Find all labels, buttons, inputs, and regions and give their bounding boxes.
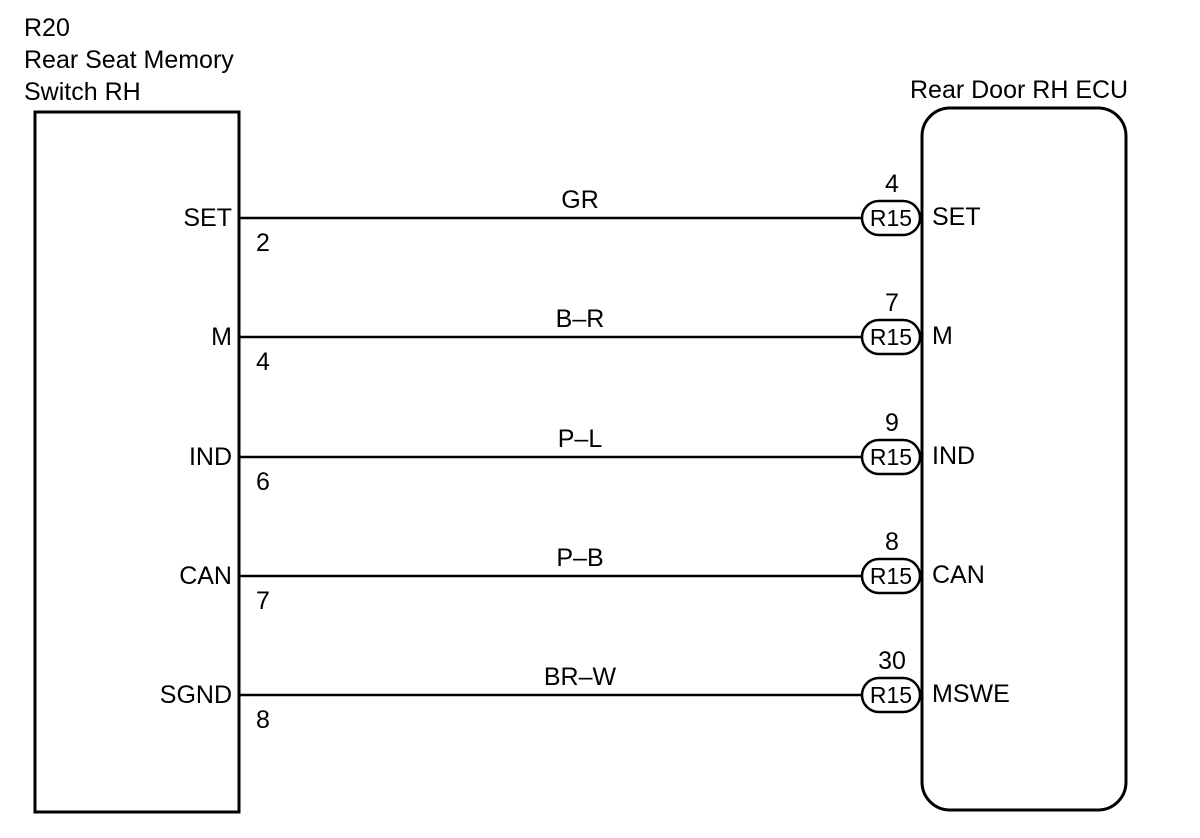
right-pin-number: 9 (885, 409, 899, 437)
left-signal-label: CAN (179, 562, 232, 590)
left-component-box (33, 110, 241, 814)
right-signal-label: MSWE (932, 680, 1010, 708)
right-signal-label: SET (932, 203, 981, 231)
connector-pill (860, 199, 922, 237)
left-component-name-line2: Switch RH (24, 78, 141, 106)
left-pin-number: 6 (256, 468, 270, 496)
wire-color-label: BR–W (543, 663, 617, 691)
left-pin-number: 2 (256, 229, 270, 257)
left-pin-number: 7 (256, 587, 270, 615)
right-component-box (920, 106, 1128, 812)
right-component-name: Rear Door RH ECU (910, 76, 1129, 104)
wire-color-label: P–L (557, 425, 603, 453)
connector-code: R15 (869, 324, 913, 350)
left-signal-label: IND (188, 443, 232, 471)
left-signal-label: SET (183, 204, 232, 232)
connector-pill (860, 438, 922, 476)
right-pin-number: 7 (885, 289, 899, 317)
right-signal-label: M (932, 322, 953, 350)
left-pin-number: 4 (256, 348, 270, 376)
left-signal-label: SGND (159, 681, 232, 709)
connector-code: R15 (869, 444, 913, 470)
wire-color-label: GR (561, 186, 599, 214)
left-component-name-line1: Rear Seat Memory (24, 46, 234, 74)
right-pin-number: 8 (885, 528, 899, 556)
right-pin-number: 30 (878, 647, 906, 675)
left-component-code: R20 (24, 14, 70, 42)
connector-pill (860, 318, 922, 356)
connector-code: R15 (869, 205, 913, 231)
connector-pill (860, 676, 922, 714)
right-pin-number: 4 (885, 170, 899, 198)
right-signal-label: CAN (932, 561, 985, 589)
connector-pill (860, 557, 922, 595)
connector-code: R15 (869, 682, 913, 708)
left-pin-number: 8 (256, 706, 270, 734)
wire-color-label: B–R (555, 305, 605, 333)
right-signal-label: IND (932, 442, 976, 470)
connector-code: R15 (869, 563, 913, 589)
left-signal-label: M (211, 323, 232, 351)
wire-color-label: P–B (556, 544, 604, 572)
